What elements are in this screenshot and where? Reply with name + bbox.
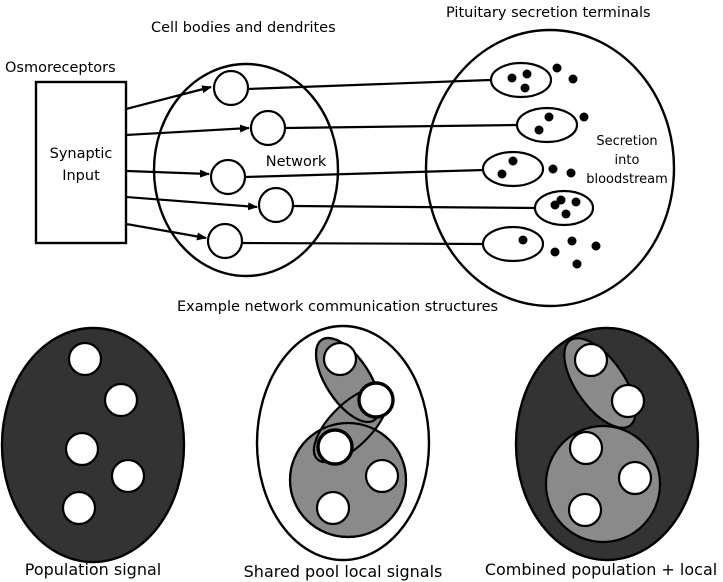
cell-body-1	[212, 69, 250, 107]
released-granule	[567, 236, 577, 246]
shared-pool-label: Shared pool local signals	[244, 562, 443, 581]
vesicle	[520, 83, 530, 93]
cell	[567, 492, 603, 528]
local-group-3-outline	[288, 421, 408, 539]
cell-body-4	[257, 186, 295, 224]
cell	[61, 490, 97, 526]
cell-bodies-label: Cell bodies and dendrites	[151, 20, 336, 36]
synaptic-input-box: Synaptic Input	[34, 80, 128, 245]
cell-body-2	[249, 109, 287, 147]
axon-2	[284, 123, 518, 130]
neuron-2	[125, 106, 589, 147]
cell	[315, 490, 351, 526]
released-granule	[572, 259, 582, 269]
released-granule	[591, 241, 601, 251]
terminal-1	[489, 61, 553, 99]
vesicle	[522, 69, 532, 79]
neuron-4	[125, 186, 595, 227]
cell	[110, 458, 146, 494]
input-arrow-3	[125, 169, 210, 178]
local-group-1-outline	[314, 336, 382, 424]
axon-3	[244, 168, 485, 179]
vesicle	[571, 197, 581, 207]
synaptic-input-label-line1: Synaptic	[50, 146, 113, 162]
terminal-4	[533, 189, 595, 227]
axon-4	[292, 204, 536, 210]
secretion-label-line2: into	[615, 153, 640, 168]
input-arrow-4	[125, 195, 258, 211]
vesicle	[497, 169, 507, 179]
cell	[364, 458, 400, 494]
vesicle	[556, 195, 566, 205]
vesicle	[507, 73, 517, 83]
cell	[67, 341, 103, 377]
neuron-1	[125, 61, 578, 111]
pituitary-label: Pituitary secretion terminals	[446, 5, 651, 21]
cell	[322, 341, 358, 377]
released-granule	[566, 168, 576, 178]
example-population-signal: Population signal	[0, 326, 186, 579]
cell-body-3	[209, 158, 247, 196]
vesicle	[508, 156, 518, 166]
terminal-5	[481, 225, 545, 263]
vesicle	[534, 125, 544, 135]
cell	[610, 383, 646, 419]
neuron-5	[125, 222, 601, 269]
terminal-3	[481, 150, 545, 188]
osmoreceptors-label: Osmoreceptors	[5, 60, 116, 76]
released-granule	[579, 112, 589, 122]
network-label: Network	[266, 154, 327, 170]
axon-1	[247, 78, 491, 91]
input-arrow-2	[125, 124, 250, 137]
pituitary-ellipse	[424, 28, 676, 308]
vesicle	[518, 235, 528, 245]
cell	[103, 382, 139, 418]
vesicle	[544, 112, 554, 122]
released-granule	[552, 63, 562, 73]
released-granule	[550, 247, 560, 257]
vesicle	[550, 200, 560, 210]
combined-label: Combined population + local	[485, 560, 717, 579]
examples-title: Example network communication structures	[177, 299, 498, 315]
synaptic-input-label-line2: Input	[62, 168, 100, 184]
input-arrow-5	[125, 222, 207, 241]
released-granule	[568, 74, 578, 84]
cell	[568, 430, 604, 466]
cell	[573, 342, 609, 378]
cell	[64, 431, 100, 467]
vesicle	[561, 209, 571, 219]
synaptic-input-rect	[34, 80, 128, 245]
input-arrow-1	[125, 85, 212, 111]
cell-body-5	[206, 222, 244, 260]
population-signal-label: Population signal	[25, 560, 161, 579]
cell	[316, 428, 354, 466]
secretion-label-line1: Secretion	[596, 134, 657, 149]
released-granule	[548, 164, 558, 174]
network-ellipse	[152, 62, 340, 278]
secretion-label-line3: bloodstream	[586, 172, 668, 187]
example-combined: Combined population + local	[485, 326, 717, 579]
neuron-3	[125, 150, 576, 196]
example-shared-pool: Shared pool local signals	[244, 324, 443, 581]
cell	[617, 460, 653, 496]
terminal-2	[515, 106, 579, 144]
axon-5	[241, 241, 485, 246]
cell	[357, 381, 395, 419]
